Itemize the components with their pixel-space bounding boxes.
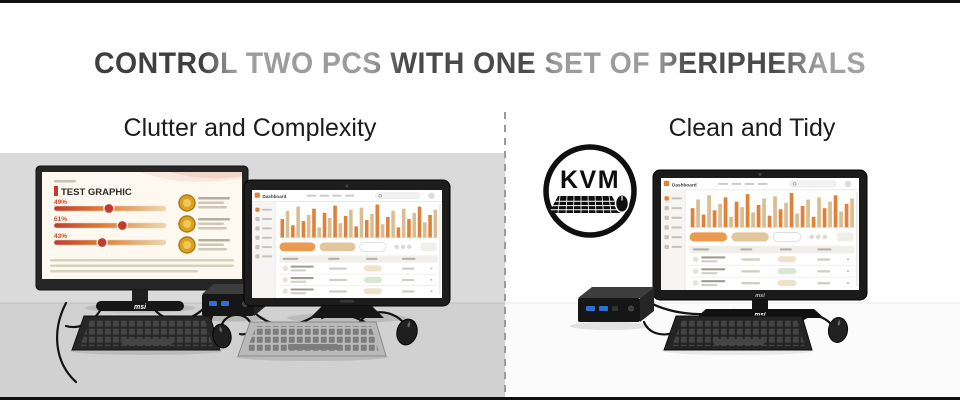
webcam-icon: [758, 173, 762, 176]
slide-title-bullet: [54, 186, 58, 196]
kvm-switch-box: [570, 287, 654, 330]
slider-knob: [96, 236, 108, 249]
usb-port: [612, 306, 618, 311]
bottom-border: [0, 397, 960, 400]
cluttered-setup: TEST GRAPHIC 49% 61% 43%: [35, 165, 451, 384]
monitor-neck: [752, 300, 768, 309]
usb-port: [599, 306, 608, 311]
kvm-badge-label: KVM: [560, 166, 620, 194]
msi-logo: msi: [754, 312, 765, 319]
main-title: CONTROL TWO PCS WITH ONE SET OF PERIPHER…: [94, 47, 866, 80]
left-monitor-dashboard: [243, 179, 451, 323]
msi-logo: msi: [134, 304, 147, 311]
slide-sliders: 49% 61% 43%: [53, 199, 167, 249]
left-heading: Clutter and Complexity: [124, 114, 377, 142]
keyboard-dark: [70, 315, 222, 355]
keyboard-icon-keys: [549, 196, 621, 213]
power-button: [628, 305, 634, 312]
monitor-base: [96, 301, 184, 311]
slider-knob: [116, 219, 128, 232]
top-border: [0, 0, 960, 3]
kvm-badge: KVM: [543, 144, 637, 238]
slider-label: 49%: [54, 199, 67, 206]
slide-title: TEST GRAPHIC: [61, 187, 132, 198]
usb-port: [586, 306, 595, 311]
webcam-icon: [345, 184, 349, 188]
scroll-wheel: [407, 322, 411, 328]
dashboard-screen: [661, 178, 859, 290]
monitor-stand: [310, 306, 384, 318]
mouse-1: [212, 323, 232, 349]
spacebar-key: [714, 339, 764, 345]
usb-port: [221, 301, 229, 306]
slide-badge-list: [178, 194, 230, 254]
spacebar-key: [122, 339, 172, 345]
slider-knob: [103, 202, 115, 215]
scroll-wheel: [837, 321, 841, 326]
mouse-2: [396, 318, 418, 346]
msi-logo: msi: [755, 293, 765, 299]
keyboard-gray: [236, 321, 388, 361]
dashboard-screen: [252, 190, 442, 298]
monitor-neck: [132, 290, 148, 303]
right-monitor-dashboard: msi msi: [652, 169, 868, 320]
mouse-icon: [614, 193, 630, 214]
left-monitor-slide: TEST GRAPHIC 49% 61% 43%: [35, 165, 249, 313]
clean-setup: msi msi: [570, 169, 868, 355]
right-heading: Clean and Tidy: [669, 114, 836, 142]
mouse-right: [827, 317, 849, 343]
scroll-wheel: [219, 327, 223, 332]
keyboard-right: [662, 315, 814, 355]
slider-label: 43%: [54, 233, 67, 240]
slider-label: 61%: [54, 216, 67, 223]
usb-port: [209, 301, 217, 306]
spacebar-key: [288, 344, 338, 350]
